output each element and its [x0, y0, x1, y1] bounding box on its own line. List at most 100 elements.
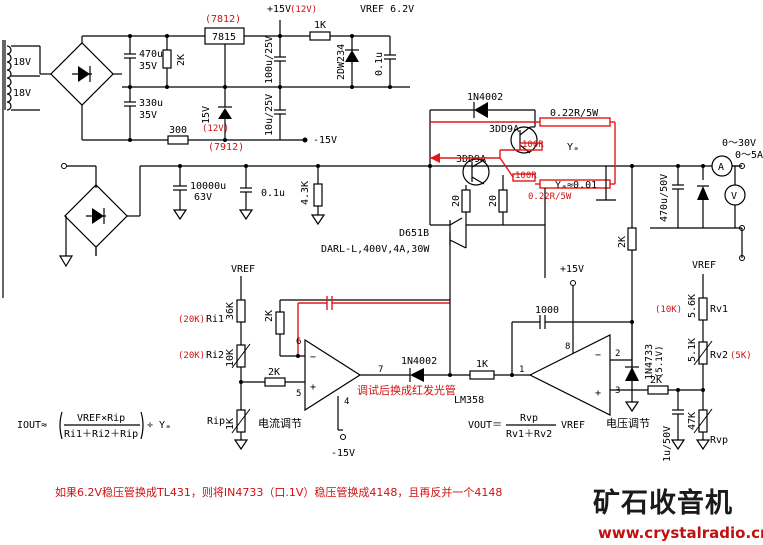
- darl-label: D651B: [399, 228, 429, 239]
- r022-bot-value: 0.22R/5W: [528, 192, 572, 202]
- cap-100u-value: 100u/25V: [264, 36, 275, 84]
- pin3: 3: [615, 386, 620, 396]
- upper-bridge-rectifier: [39, 35, 130, 140]
- vref-i-label: VREF: [231, 264, 255, 275]
- cap-out-value: 470u/50V: [659, 174, 670, 222]
- zener-2dw234-label: 2DW234: [336, 44, 347, 80]
- ri1-value: 36K: [225, 302, 236, 320]
- iout-num: VREF×Rip: [77, 413, 125, 424]
- r1k-v-value: 1K: [476, 359, 488, 370]
- formula-vout: VOUT＝ Rvp Rv1＋Rv2 VREF: [468, 413, 585, 440]
- r20a-value: 20: [451, 195, 462, 207]
- voltmeter-label: V: [731, 191, 737, 202]
- rv2-value: 5.1K: [687, 338, 698, 362]
- sec-top-label: 18V: [13, 57, 31, 68]
- formula-iout: IOUT≈ VREF×Rip Ri1＋Ri2＋Rip ÷ Yₐ: [17, 411, 171, 440]
- darlington-d651b: D651B DARL-L,400V,4A,30W: [321, 166, 467, 300]
- pin5: 5: [296, 389, 301, 399]
- r2k-in-value: 2K: [268, 367, 280, 378]
- plus12-alt: (12V): [290, 5, 317, 15]
- ri2-alt: (20K): [178, 351, 205, 361]
- cap-1000-value: 1000: [535, 305, 559, 316]
- iout-lhs: IOUT≈: [17, 420, 47, 431]
- rv1-name: Rv1: [710, 304, 728, 315]
- pin7: 7: [378, 365, 383, 375]
- current-adjust-label: 电流调节: [258, 416, 302, 430]
- pin1: 1: [519, 365, 524, 375]
- plus15-v-label: +15V: [560, 264, 584, 275]
- r20b-value: 20: [488, 195, 499, 207]
- cap-330u: 330u 35V: [124, 87, 163, 140]
- rv2-name: Rv2: [710, 350, 728, 361]
- ammeter-label: A: [718, 162, 724, 173]
- zener-15v: 15V (12V) (7912): [201, 87, 244, 153]
- zener-12v-alt: (12V): [202, 124, 229, 134]
- output-section: 2K 470u/50V A V 0～30V 0～5A: [617, 138, 763, 380]
- ra-symbol: Yₐ: [567, 142, 579, 153]
- vout-den: Rv1＋Rv2: [506, 429, 552, 440]
- cap-1u-value: 1u/50V: [662, 426, 673, 462]
- zener-15v-label: 15V: [201, 106, 212, 124]
- diode-1n4002-out-label: 1N4002: [401, 356, 437, 367]
- resistor-300: 300: [167, 125, 225, 145]
- r4-3k-value: 4.3K: [300, 181, 311, 205]
- transformer: 18V 18V: [2, 40, 40, 298]
- r100-top-value: 100R: [522, 140, 544, 150]
- vout-lhs: VOUT＝: [468, 420, 502, 431]
- cap-10000u-voltage: 63V: [194, 192, 212, 203]
- transistor-3dd9a-bot: 3DD9A 100R: [456, 154, 537, 186]
- diode-1n4002-top-label: 1N4002: [467, 92, 503, 103]
- q-3dd9a-top-label: 3DD9A: [489, 124, 519, 135]
- red-note: 调试后换成红发光管: [357, 383, 456, 397]
- cap-470u-voltage: 35V: [139, 61, 157, 72]
- sec-bot-label: 18V: [13, 88, 31, 99]
- vref-label: VREF 6.2V: [360, 4, 414, 15]
- rip-name: Rip: [207, 416, 225, 427]
- logo-url: www.crystalradio.cn: [598, 524, 763, 542]
- vref-v-label: VREF: [692, 260, 716, 271]
- zener-1n4733-v: (5.1V): [655, 345, 665, 378]
- cap-10000u: 10000u 63V: [172, 166, 226, 221]
- cap-0-1u-ref: 0.1u: [374, 36, 396, 87]
- voltage-adjust-label: 电压调节: [606, 417, 650, 430]
- rv1-value: 5.6K: [687, 294, 698, 318]
- cap-470u-value: 470u: [139, 49, 163, 60]
- reg-7815-label: 7815: [212, 32, 236, 43]
- cap-0-1u-main: 0.1u: [238, 166, 285, 221]
- cap-330u-voltage: 35V: [139, 110, 157, 121]
- emitter-resistors: 0.22R/5W 0.22R/5W Yₐ Yₐ≈0.01: [528, 108, 616, 202]
- plus15-node: +15V (12V): [267, 4, 317, 36]
- svg-text:+: +: [310, 382, 316, 393]
- svg-text:−: −: [310, 352, 316, 363]
- resistor-1k-ref: 1K: [309, 20, 331, 41]
- svg-text:+: +: [595, 388, 601, 399]
- vout-num: Rvp: [520, 413, 538, 424]
- vout-tail: VREF: [561, 420, 585, 431]
- pin6: 6: [296, 337, 301, 347]
- rvp-value: 47K: [687, 412, 698, 430]
- range-v: 0～30V: [722, 138, 756, 149]
- cap-10u-value: 10u/25V: [264, 94, 275, 136]
- r2k-v-value: 2K: [650, 375, 662, 386]
- rv2-alt: (5K): [730, 351, 752, 361]
- red-mod-paths: [430, 121, 540, 185]
- main-bridge-rectifier: [58, 163, 141, 268]
- cap-0-1u-ref-value: 0.1u: [374, 52, 385, 76]
- voltage-loop: 1K 1000 − + 1 2 3 8 +15V 1N4733 (5.1V) 2…: [469, 260, 752, 462]
- iout-den: Ri1＋Ri2＋Rip: [64, 429, 138, 440]
- regulator-7815: 7815 (7812): [204, 14, 245, 87]
- cap-100u-25v: 100u/25V: [264, 36, 286, 87]
- rvp-name: Rvp: [710, 435, 728, 446]
- r2k-fb-value: 2K: [264, 310, 275, 322]
- ri2-name: Ri2: [206, 350, 224, 361]
- resistor-2k-upper: 2K: [162, 36, 187, 87]
- range-a: 0～5A: [735, 150, 763, 161]
- diode-1n4002-protect: 1N4002: [429, 92, 535, 166]
- bottom-note: 如果6.2V稳压管换成TL431，则将IN4733（口.1V）稳压管换成4148…: [55, 485, 502, 499]
- rip-value: 1K: [225, 418, 236, 430]
- pin8: 8: [565, 342, 570, 352]
- r2k-upper-value: 2K: [176, 54, 187, 66]
- neg15-label: -15V: [331, 448, 355, 459]
- opamp-label: LM358: [454, 395, 484, 406]
